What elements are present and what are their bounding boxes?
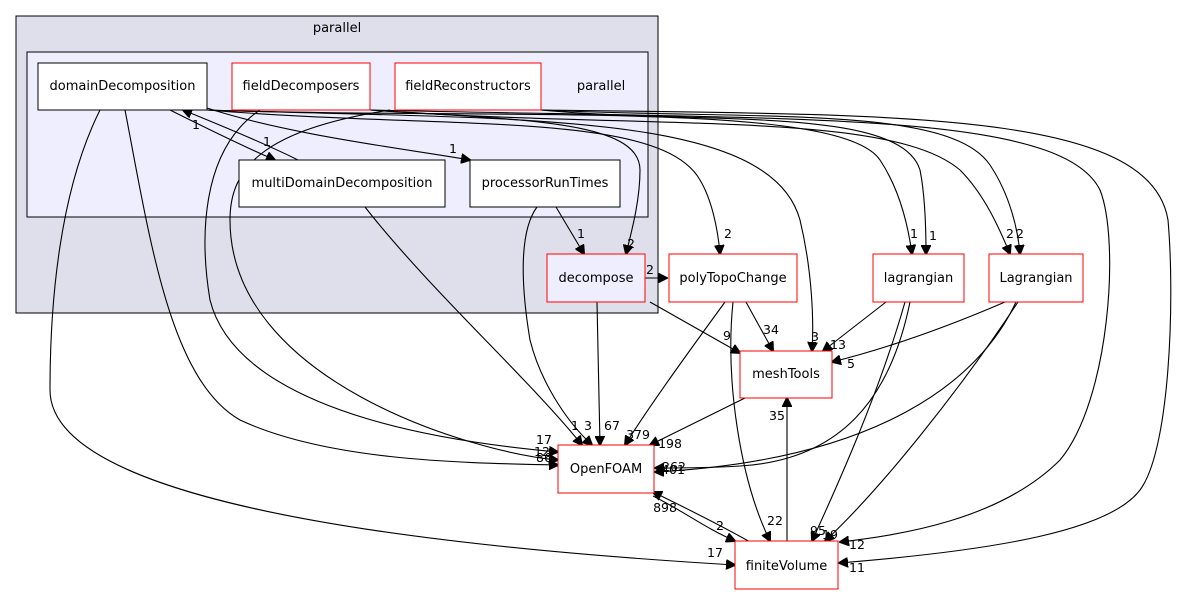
node-fieldReconstructors[interactable]: fieldReconstructors [394,62,542,111]
edge-fr-Lagrangian [540,109,1020,254]
edge-label-fr-Lagrangian: 2 [1016,226,1024,241]
edge-fd-Lagrangian [369,109,1010,254]
edge-Lagrangian-openfoam [655,301,1017,472]
edge-lagrangian-fv [812,301,906,541]
cluster-outer-label: parallel [313,21,361,36]
edge-label-lagrangian-openfoam: 262 [662,459,686,474]
node-OpenFOAM[interactable]: OpenFOAM [557,444,655,494]
edge-multi-openfoam [364,206,582,445]
edge-label-fd-fv: 12 [849,537,865,552]
edge-label-Lagrangian-mesh: 5 [847,356,855,371]
edge-label-dd-openfoam: 86 [536,450,552,465]
node-processorRunTimes[interactable]: processorRunTimes [469,159,621,208]
edge-dd-poly [206,109,720,254]
node-label: decompose [559,271,634,286]
cluster-inner-label: parallel [577,79,625,94]
node-label: lagrangian [884,271,953,286]
edge-label-multi-openfoam: 1 [571,418,579,433]
edge-fr-lagrangian [540,109,926,254]
edge-dd-fv [49,109,735,565]
edge-label-fv-openfoam: 898 [653,500,677,515]
edge-label-dd-proc: 1 [449,141,457,156]
edge-lagrangian-openfoam [655,301,911,468]
edge-label-Lagrangian-openfoam: 401 [661,462,685,477]
node-label: finiteVolume [746,559,828,574]
edge-label-poly-mesh: 34 [763,322,779,337]
node-label: domainDecomposition [50,79,196,94]
edge-label-fd-openfoam: 17 [536,432,552,447]
edge-openfoam-fv [652,495,735,541]
edge-label-dd-fv: 17 [707,545,723,560]
edge-label-poly-openfoam: 379 [626,427,650,442]
node-label: processorRunTimes [482,176,609,191]
edge-label-dd-mesh: 3 [811,329,819,344]
edge-decompose-mesh [649,301,740,353]
edge-label-proc-decompose: 1 [577,226,585,241]
edge-poly-mesh [745,301,773,351]
edge-label-proc-openfoam: 3 [584,418,592,433]
edge-label-fd-Lagrangian: 2 [1006,226,1014,241]
edge-label-decompose-openfoam: 67 [604,418,620,433]
edge-label-fv-mesh: 35 [769,408,785,423]
edge-label-multi-dd: 1 [263,134,271,149]
node-label: Lagrangian [999,271,1072,286]
node-domainDecomposition[interactable]: domainDecomposition [37,62,208,111]
node-polyTopoChange[interactable]: polyTopoChange [668,253,798,303]
edge-Lagrangian-fv [825,301,1019,541]
edge-label-poly-fv: 22 [767,513,783,528]
edge-label-mesh-openfoam: 198 [658,436,682,451]
edge-dd-multi [169,109,275,160]
edge-Lagrangian-mesh [832,301,1006,362]
edge-label-fr-lagrangian: 1 [929,228,937,243]
node-label: fieldReconstructors [405,79,531,94]
node-label: OpenFOAM [570,462,642,477]
edge-label-Lagrangian-fv: 19 [822,527,838,542]
node-multiDomainDecomposition[interactable]: multiDomainDecomposition [238,159,446,208]
edge-label-fr-openfoam: 12 [534,444,550,459]
edge-label-lagrangian-mesh: 13 [830,337,846,352]
edge-labels: 1 1 1 1 2 2 2 1 1 2 2 9 34 3 13 5 17 12 … [192,117,1024,575]
node-label: fieldDecomposers [243,79,360,94]
edge-multi-dd [183,110,299,161]
edge-label-decompose-mesh: 9 [723,328,731,343]
edge-fr-fv [540,109,1172,563]
edge-fr-openfoam [229,109,558,460]
edge-decompose-openfoam [597,301,600,445]
edge-label-fd-decompose: 2 [627,236,635,251]
edge-proc-openfoam [522,206,592,445]
edge-label-dd-multi: 1 [192,117,200,132]
edge-label-dd-poly: 2 [724,226,732,241]
edge-label-openfoam-fv: 2 [716,518,724,533]
node-meshTools[interactable]: meshTools [739,350,833,399]
node-label: meshTools [752,367,820,382]
edge-proc-decompose [555,206,584,254]
edge-fv-openfoam [653,492,753,544]
edge-dd-mesh [206,109,813,351]
node-label: multiDomainDecomposition [252,176,433,191]
edge-label-decompose-poly: 2 [646,262,654,277]
node-lagrangian[interactable]: lagrangian [872,253,965,303]
edge-poly-fv [730,301,770,541]
node-fieldDecomposers[interactable]: fieldDecomposers [231,62,371,111]
edge-dd-proc [206,107,470,160]
node-decompose[interactable]: decompose [546,253,646,303]
edges [49,107,1172,565]
node-Lagrangian[interactable]: Lagrangian [988,253,1084,303]
edge-fd-decompose [369,109,641,254]
edge-lagrangian-mesh [823,301,887,351]
edge-poly-openfoam [625,301,726,445]
node-label: polyTopoChange [679,271,786,286]
edge-label-dd-lagrangian: 1 [910,226,918,241]
edge-label-fr-fv: 11 [849,560,865,575]
edge-label-lagrangian-fv: 95 [810,523,826,538]
edge-dd-openfoam [124,109,558,465]
node-finiteVolume[interactable]: finiteVolume [734,540,839,590]
edge-fd-fv [369,109,1111,542]
